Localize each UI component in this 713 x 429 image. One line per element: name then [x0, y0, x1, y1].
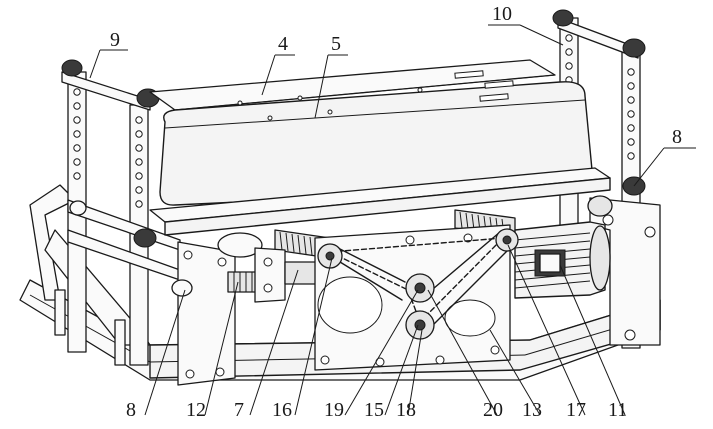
drive-motor	[514, 221, 611, 299]
callout-11: 11	[608, 399, 627, 421]
callout-15: 15	[364, 399, 384, 421]
right-height-adjust-frame	[552, 9, 661, 349]
leader-lines	[89, 24, 696, 416]
left-height-adjust-frame	[61, 59, 181, 366]
callout-9: 9	[110, 29, 120, 51]
callout-5: 5	[331, 33, 341, 55]
callout-8-bottom: 8	[126, 399, 136, 421]
callout-18: 18	[396, 399, 416, 421]
callout-19: 19	[324, 399, 344, 421]
callout-7: 7	[234, 399, 244, 421]
callout-10: 10	[492, 3, 512, 25]
callout-16: 16	[272, 399, 292, 421]
top-belt-conveyor	[149, 59, 593, 206]
callout-4: 4	[278, 33, 288, 55]
callout-17: 17	[566, 399, 586, 421]
callout-13: 13	[522, 399, 542, 421]
callout-12: 12	[186, 399, 206, 421]
callout-labels: 9 4 5 10 8 8 12 7 16 19 15 18 20 13 17 1…	[110, 3, 682, 421]
chain-and-sprockets	[317, 228, 519, 340]
lower-table-plate	[149, 167, 611, 236]
callout-20: 20	[483, 399, 503, 421]
callout-8-right: 8	[672, 126, 682, 148]
post-adjust-holes	[73, 88, 143, 208]
right-post-holes	[565, 34, 635, 160]
left-side-plate	[171, 232, 321, 386]
